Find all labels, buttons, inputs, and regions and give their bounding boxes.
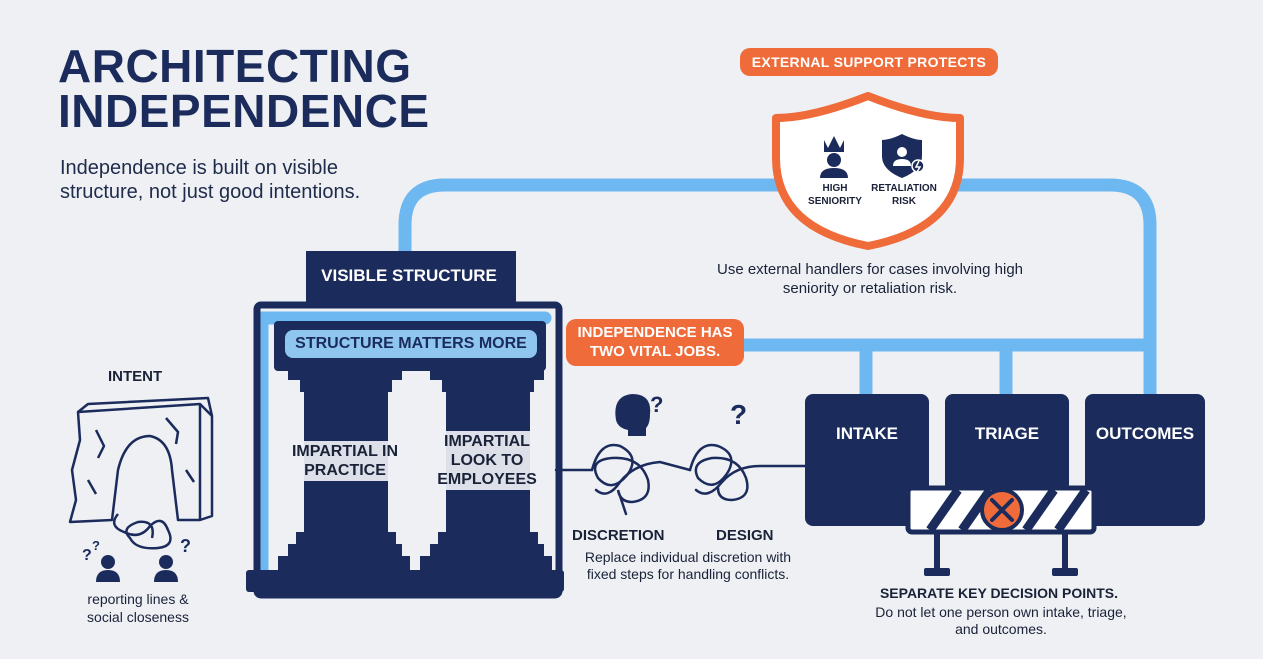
shield-icon xyxy=(772,92,964,250)
callout-line-2: TWO VITAL JOBS. xyxy=(589,343,721,360)
barrier-icon xyxy=(905,485,1097,576)
high-seniority-line-2: SENIORITY xyxy=(808,196,862,207)
intake-label: INTAKE xyxy=(835,424,898,443)
cracked-arch-icon xyxy=(68,396,214,550)
svg-text:?: ? xyxy=(650,392,663,417)
high-seniority-label: HIGH SENIORITY xyxy=(808,182,862,208)
retaliation-risk-line-2: RISK xyxy=(892,196,916,207)
svg-text:?: ? xyxy=(730,399,747,430)
thinking-head-icon: ? ? xyxy=(615,392,747,436)
high-seniority-line-1: HIGH xyxy=(822,183,848,194)
question-mark-icon: ? ? ? xyxy=(82,536,191,564)
svg-text:?: ? xyxy=(180,536,191,556)
external-support-label: EXTERNAL SUPPORT PROTECTS xyxy=(740,48,998,76)
title-line-2: INDEPENDENCE xyxy=(58,85,430,137)
shield-person-icon xyxy=(882,134,925,178)
retaliation-risk-line-1: RETALIATION xyxy=(871,183,937,194)
discretion-note: Replace individual discretion with fixed… xyxy=(584,549,792,582)
outcomes-label: OUTCOMES xyxy=(1095,424,1195,443)
discretion-label: DISCRETION xyxy=(572,527,665,544)
pillar-right-label: IMPARTIAL LOOK TO EMPLOYEES xyxy=(428,431,546,490)
separation-heading: SEPARATE KEY DECISION POINTS. xyxy=(879,585,1119,601)
retaliation-risk-label: RETALIATION RISK xyxy=(866,182,942,208)
triage-label: TRIAGE xyxy=(974,424,1040,443)
outcomes-box-shape xyxy=(1085,394,1205,526)
page-subtitle: Independence is built on visible structu… xyxy=(60,157,361,203)
structure-matters-banner: STRUCTURE MATTERS MORE xyxy=(285,330,537,358)
intent-label: INTENT xyxy=(108,368,163,385)
two-jobs-callout: INDEPENDENCE HAS TWO VITAL JOBS. xyxy=(566,319,744,366)
svg-text:?: ? xyxy=(82,547,92,564)
visible-structure-label: VISIBLE STRUCTURE xyxy=(321,266,497,285)
title-line-1: ARCHITECTING xyxy=(58,40,412,92)
callout-line-1: INDEPENDENCE HAS xyxy=(577,324,733,341)
structure-base xyxy=(246,570,564,592)
pillar-left-label: IMPARTIAL IN PRACTICE xyxy=(280,441,410,481)
person-crown-icon xyxy=(820,136,848,178)
triage-box-shape xyxy=(945,394,1069,492)
separation-note: Do not let one person own intake, triage… xyxy=(875,604,1127,637)
pillar-left xyxy=(278,368,410,570)
tangle-icon xyxy=(554,443,808,516)
svg-text:?: ? xyxy=(92,538,100,553)
people-icon xyxy=(96,555,178,582)
external-handlers-note: Use external handlers for cases involvin… xyxy=(717,261,1023,297)
design-label: DESIGN xyxy=(716,527,774,544)
page-title: ARCHITECTING INDEPENDENCE xyxy=(58,40,430,137)
intent-note: reporting lines & social closeness xyxy=(87,591,189,625)
intake-box-shape xyxy=(805,394,929,526)
